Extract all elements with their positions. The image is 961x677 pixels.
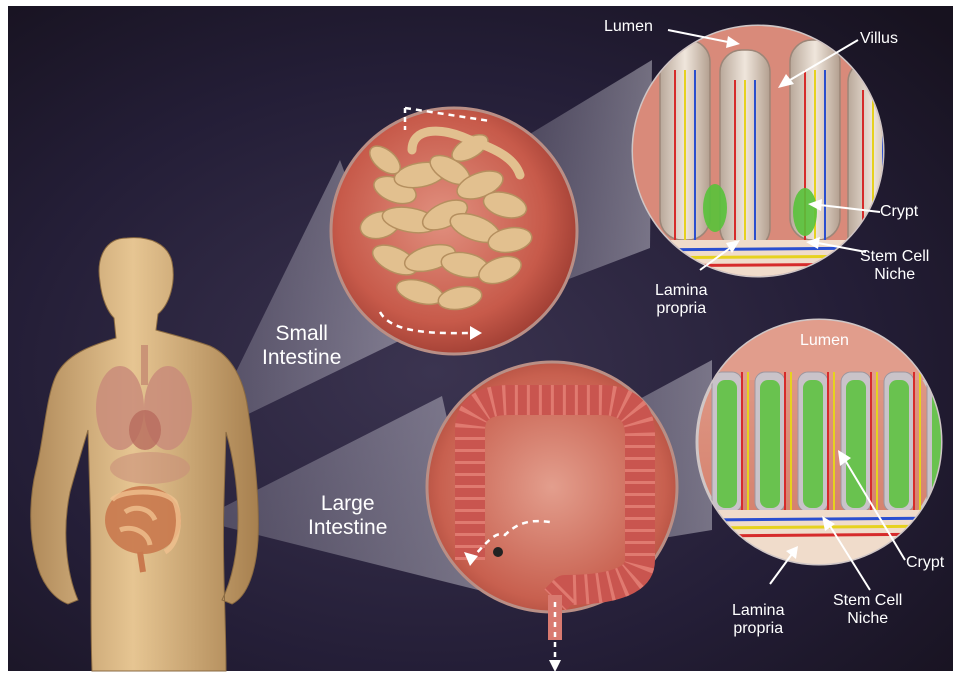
li-crypt-label: Crypt xyxy=(906,554,944,572)
si-lumen-label: Lumen xyxy=(604,18,653,36)
li-lamina-propria-label: Lamina propria xyxy=(732,602,784,638)
large-intestine-label: Large Intestine xyxy=(308,492,387,539)
si-crypt-label: Crypt xyxy=(880,203,918,221)
small-intestine-label: Small Intestine xyxy=(262,322,341,369)
small-intestine-disc xyxy=(331,108,577,354)
si-villus-label: Villus xyxy=(860,30,898,48)
si-lamina-propria-label: Lamina propria xyxy=(655,282,707,318)
li-stem-cell-niche-label: Stem Cell Niche xyxy=(833,592,902,628)
si-stem-cell-niche-label: Stem Cell Niche xyxy=(860,248,929,284)
li-lumen-label: Lumen xyxy=(800,332,849,350)
